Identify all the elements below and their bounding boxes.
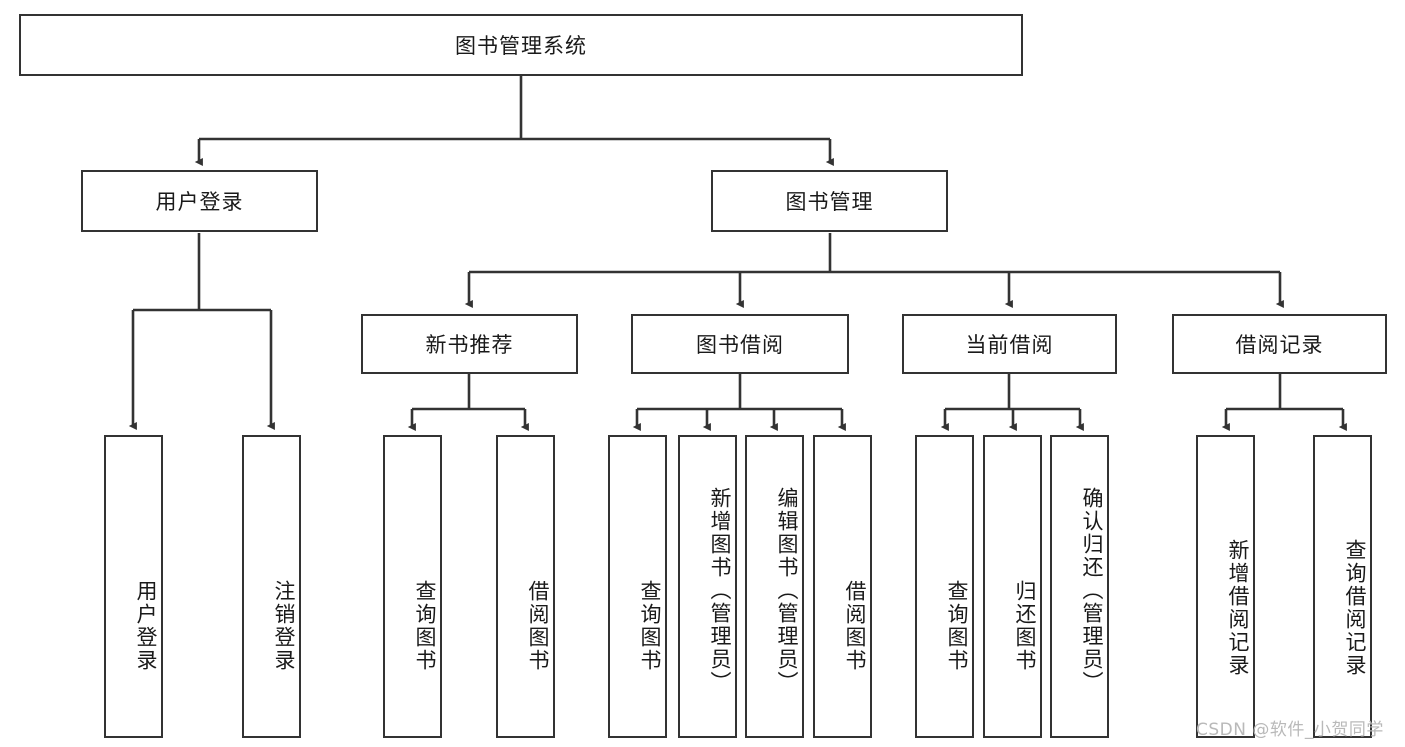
leaf-query-borrow-record[interactable]: 查询借阅记录: [1313, 435, 1372, 738]
leaf-return-book[interactable]: 归还图书: [983, 435, 1042, 738]
node-label: 查询图书: [638, 579, 662, 672]
leaf-user-login[interactable]: 用户登录: [104, 435, 163, 738]
node-label: 注销登录: [272, 579, 296, 672]
node-label: 新书推荐: [425, 333, 514, 357]
leaf-add-book-admin[interactable]: 新增图书（管理员）: [678, 435, 737, 738]
node-label: 确认归还（管理员）: [1080, 487, 1104, 694]
node-label: 图书管理: [785, 190, 874, 214]
node-label: 查询图书: [413, 579, 437, 672]
node-label: 查询图书: [945, 579, 969, 672]
leaf-confirm-return-admin[interactable]: 确认归还（管理员）: [1050, 435, 1109, 738]
leaf-query-book-recommend[interactable]: 查询图书: [383, 435, 442, 738]
leaf-query-book-borrow[interactable]: 查询图书: [608, 435, 667, 738]
node-label: 图书管理系统: [455, 34, 587, 58]
node-borrow-record[interactable]: 借阅记录: [1172, 314, 1387, 374]
leaf-add-borrow-record[interactable]: 新增借阅记录: [1196, 435, 1255, 738]
node-label: 当前借阅: [965, 333, 1054, 357]
leaf-logout-login[interactable]: 注销登录: [242, 435, 301, 738]
node-label: 新增借阅记录: [1226, 538, 1250, 677]
watermark-text: CSDN @软件_小贺同学: [1196, 720, 1384, 740]
node-label: 图书借阅: [696, 333, 784, 357]
node-label: 用户登录: [155, 190, 244, 214]
node-current-borrow[interactable]: 当前借阅: [902, 314, 1117, 374]
node-label: 用户登录: [134, 579, 158, 672]
leaf-borrow-book[interactable]: 借阅图书: [813, 435, 872, 738]
node-book-borrow[interactable]: 图书借阅: [631, 314, 849, 374]
node-label: 查询借阅记录: [1343, 538, 1367, 677]
node-user-login[interactable]: 用户登录: [81, 170, 318, 232]
node-label: 借阅图书: [843, 579, 867, 672]
leaf-edit-book-admin[interactable]: 编辑图书（管理员）: [745, 435, 804, 738]
node-label: 归还图书: [1013, 579, 1037, 672]
leaf-borrow-book-recommend[interactable]: 借阅图书: [496, 435, 555, 738]
node-label: 新增图书（管理员）: [708, 487, 732, 694]
node-label: 借阅记录: [1235, 333, 1324, 357]
node-label: 编辑图书（管理员）: [775, 487, 799, 694]
node-book-management[interactable]: 图书管理: [711, 170, 948, 232]
node-root-system[interactable]: 图书管理系统: [19, 14, 1023, 76]
node-new-book-recommend[interactable]: 新书推荐: [361, 314, 578, 374]
leaf-query-book-current[interactable]: 查询图书: [915, 435, 974, 738]
node-label: 借阅图书: [526, 579, 550, 672]
